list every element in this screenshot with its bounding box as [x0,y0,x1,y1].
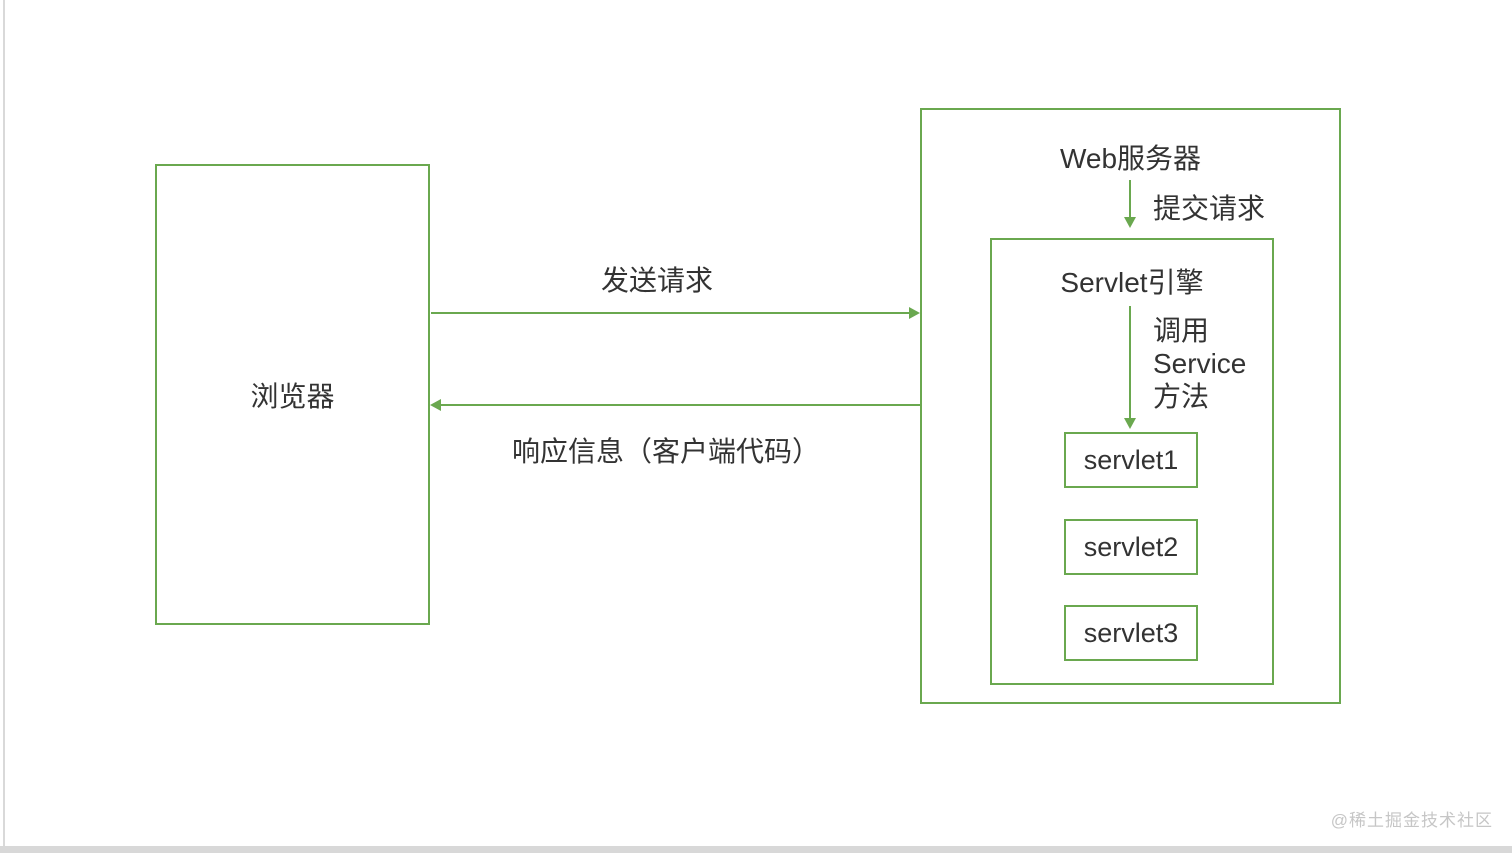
servlet1-label: servlet1 [1083,444,1179,475]
call-service-arrow-line [1129,306,1131,419]
response-arrow-line [441,404,920,406]
bottom-edge-bar [0,846,1512,853]
watermark-text: @稀土掘金技术社区 [1330,811,1493,830]
call-service-arrowhead-icon [1124,418,1136,429]
response-arrowhead-icon [430,399,441,411]
call-service-label-line1: 调用 [1153,315,1210,346]
servlet2-label: servlet2 [1083,531,1179,562]
web-server-title: Web服务器 [1059,143,1202,174]
send-request-arrow-line [431,312,910,314]
call-service-label: 调用 Service 方法 [1153,314,1283,413]
servlet3-label: servlet3 [1083,617,1179,648]
send-request-arrowhead-icon [909,307,920,319]
submit-request-arrowhead-icon [1124,217,1136,228]
browser-box: 浏览器 [155,164,430,625]
servlet1-box: servlet1 [1064,432,1198,488]
servlet2-box: servlet2 [1064,519,1198,575]
submit-request-arrow-line [1129,180,1131,218]
browser-label: 浏览器 [250,380,335,412]
servlet-engine-title: Servlet引擎 [1060,267,1204,298]
call-service-label-line3: 方法 [1153,381,1210,412]
call-service-label-line2: Service [1153,348,1247,379]
left-edge-line [3,0,5,846]
submit-request-label: 提交请求 [1153,193,1266,224]
send-request-label: 发送请求 [600,265,713,296]
servlet3-box: servlet3 [1064,605,1198,661]
response-label: 响应信息（客户端代码） [511,436,820,467]
